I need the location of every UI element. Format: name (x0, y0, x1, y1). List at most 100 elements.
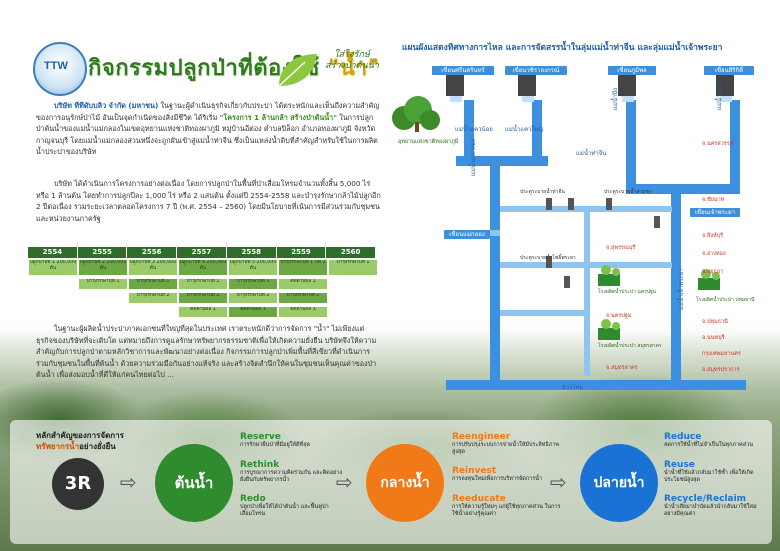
recycle-item: Recycle/Reclaim นำน้ำเสียมาบำบัดแล้วนำกล… (664, 494, 768, 518)
dam-sirikit-icon (716, 72, 734, 96)
label-gate-1: ประตูระบายน้ำท่าจีน (520, 189, 565, 195)
3r-circle: 3R (52, 458, 104, 510)
reengineer-keyword: Reengineer (452, 432, 511, 442)
dam-label-bhumibol: เขื่อนภูมิพล (608, 66, 656, 75)
title-quote: "น้ำ" (327, 56, 380, 81)
redo-text: ปลูกป่าเพื่อให้ได้ป่าต้นน้ำ และฟื้นฟูป่า… (240, 504, 329, 517)
closing-paragraph: ในฐานะผู้ผลิตน้ำประปาภาคเอกชนที่ใหญ่ที่ส… (36, 324, 377, 379)
label-nan: แม่น้ำน่าน (716, 83, 723, 110)
project-name: "โครงการ 1 ล้านกล้า สร้างป่าต้นน้ำ" (219, 112, 337, 122)
intro-text-1: ในฐานะผู้ดำเนินธุรกิจเกี่ยวกับประปา ได้ต… (36, 101, 380, 122)
dam-label-chao-phraya: เขื่อนเจ้าพระยา (690, 208, 740, 217)
dam-bhumibol-icon (618, 72, 636, 96)
dam-label-mae-klong: เขื่อนแม่กลอง (444, 230, 490, 239)
principles-heading-red: ทรัพยากรน้ำ (36, 442, 80, 451)
timeline-cell: ติดตามผล 1 (228, 306, 278, 318)
label-mae-klong: แม่น้ำแม่กลอง (470, 139, 477, 176)
river-mae-klong (490, 156, 500, 386)
label-chao-phraya: แม่น้ำเจ้าพระยา (678, 268, 685, 310)
recycle-text: นำน้ำเสียมาบำบัดแล้วนำกลับมาใช้ใหม่อย่าง… (664, 504, 757, 517)
timeline-year: 2557 (177, 247, 227, 258)
reserve-item: Reserve การรักษาผืนป่าที่มีอยู่ให้ดีที่ส… (240, 432, 352, 449)
plant-trees (601, 265, 720, 330)
reduce-item: Reduce ลดการใช้น้ำที่ไม่จำเป็นในทุกภาคส่… (664, 432, 768, 449)
dam-icons (446, 72, 734, 96)
label-province-samut-sakhon: จ.สมุทรสาคร (606, 365, 638, 371)
timeline-cell: บำรุงรักษาปีที่ 2 (128, 292, 178, 304)
slogan: ใส่ใจรักษ์ สร้างป่าต้นน้ำ (322, 50, 382, 72)
label-province-sing-buri: จ.สิงห์บุรี (702, 233, 724, 239)
river-kwai-yai (532, 100, 542, 162)
principles-heading: หลักสำคัญของการจัดการ ทรัพยากรน้ำอย่างยั… (36, 430, 124, 452)
redo-keyword: Redo (240, 494, 266, 504)
timeline-row-1: ปลูกป่าปีที่ 1 200,000 ต้นปลูกป่าปีที่ 2… (28, 259, 378, 277)
label-plant-nakhon-pathom: โรงผลิตน้ำประปา นครปฐม (598, 289, 657, 295)
reduce-keyword: Reduce (664, 432, 702, 442)
timeline-cell: บำรุงรักษาปีที่ 1 (78, 278, 128, 290)
label-province-bangkok: กรุงเทพมหานคร (702, 351, 741, 357)
dam-vajiralongkorn-icon (518, 72, 536, 96)
river-ping (626, 100, 636, 190)
timeline-cell: ติดตามผล 1 (278, 278, 328, 290)
canal-tha-chin (584, 206, 590, 376)
upstream-circle: ต้นน้ำ (155, 444, 233, 522)
label-province-samut-prakan: จ.สมุทรปราการ (702, 367, 740, 373)
canal-4 (500, 310, 590, 316)
label-province-nakhon-pathom: จ.นครปฐม (606, 313, 632, 319)
timeline-year: 2556 (127, 247, 178, 258)
timeline-year: 2558 (226, 247, 277, 258)
label-province-nakhon-sawan: จ.นครสวรรค์ (702, 141, 734, 147)
label-kwai-yai: แม่น้ำแควใหญ่ (505, 126, 544, 133)
ttw-logo (33, 42, 87, 96)
timeline-cell: ปลูกป่าปีที่ 1 200,000 ต้น (28, 259, 78, 276)
factory-icons (598, 274, 720, 340)
river-chao-phraya (671, 184, 681, 384)
label-kwai-noi: แม่น้ำแควน้อย (455, 126, 493, 133)
reuse-text: นำน้ำที่ใช้แล้วกลับมาใช้ซ้ำ เพื่อให้เกิด… (664, 470, 754, 483)
timeline-cell: บำรุงรักษาปีที่ 1 (228, 278, 278, 290)
principles-heading-line1: หลักสำคัญของการจัดการ (36, 431, 124, 440)
timeline-cell: บำรุงรักษาปีที่ 2 (178, 292, 228, 304)
timeline-year: 2559 (276, 247, 327, 258)
dam-label-srinagarind: เขื่อนศรีนครินทร์ (432, 66, 494, 75)
river-junction (456, 156, 548, 166)
label-gate-3: ประตูระบายน้ำโพธิ์พระยา (520, 255, 576, 261)
water-flow-diagram (392, 72, 746, 390)
slogan-line1: ใส่ใจรักษ์ (334, 50, 370, 60)
timeline-cell: บำรุงรักษาปีที่ 1 ปีที่ 2 (278, 259, 328, 276)
dam-srinagarind-icon (446, 72, 464, 96)
gate-icons (546, 198, 660, 288)
reinvest-text: การลงทุนใหม่เพื่อการบริหารจัดการน้ำ (452, 476, 543, 482)
timeline-cell: ติดตามผล 1 (178, 306, 228, 318)
slogan-line2: สร้างป่าต้นน้ำ (325, 61, 379, 71)
timeline-cell: ปลูกป่าปีที่ 4 200,000 ต้น (178, 259, 228, 276)
principles-heading-rest: อย่างยั่งยืน (79, 442, 116, 451)
label-plant-pathum: โรงผลิตน้ำประปา ปทุมธานี (696, 297, 755, 303)
label-tha-chin: แม่น้ำท่าจีน (576, 150, 607, 157)
label-province-nonthaburi: จ.นนทบุรี (702, 335, 725, 341)
reserve-text: การรักษาผืนป่าที่มีอยู่ให้ดีที่สุด (240, 442, 311, 448)
midstream-circle: กลางน้ำ (366, 444, 444, 522)
dam-label-vajiralongkorn: เขื่อนวชิราลงกรณ์ (505, 66, 567, 75)
park-trees-icon (392, 96, 440, 132)
timeline-year: 2554 (28, 247, 78, 258)
arrow-right-icon: ⇨ (120, 470, 137, 494)
intro-text-2: ในการปลูกป่าต้นน้ำของแม่น้ำแม่กลองในเขตอ… (36, 112, 378, 157)
timeline-cell: ปลูกป่าปีที่ 5 200,000 ต้น (228, 259, 278, 276)
timeline-cell: ปลูกป่าปีที่ 2 200,000 ต้น (78, 259, 128, 276)
company-name: บริษัท ทีทีดับบลิว จำกัด (มหาชน) (54, 101, 159, 110)
label-province-ayutthaya: จ.อยุธยา (702, 269, 724, 275)
label-ping: แม่น้ำปิง (612, 87, 619, 110)
ttw-logo-text: TTW (44, 60, 68, 72)
rethink-keyword: Rethink (240, 460, 280, 470)
arrow-right-icon: ⇨ (336, 470, 353, 494)
timeline-year: 2560 (326, 247, 377, 258)
label-province-suphan: จ.สุพรรณบุรี (606, 245, 636, 251)
river-kwai-noi (464, 100, 474, 162)
rethink-text: การบูรณาการความคิดร่วมกัน และคิดอย่างยั่… (240, 470, 343, 483)
redo-item: Redo ปลูกป่าเพื่อให้ได้ป่าต้นน้ำ และฟื้น… (240, 494, 352, 518)
project-paragraph: บริษัท ได้ดำเนินการโครงการอย่างต่อเนื่อง… (36, 179, 381, 223)
